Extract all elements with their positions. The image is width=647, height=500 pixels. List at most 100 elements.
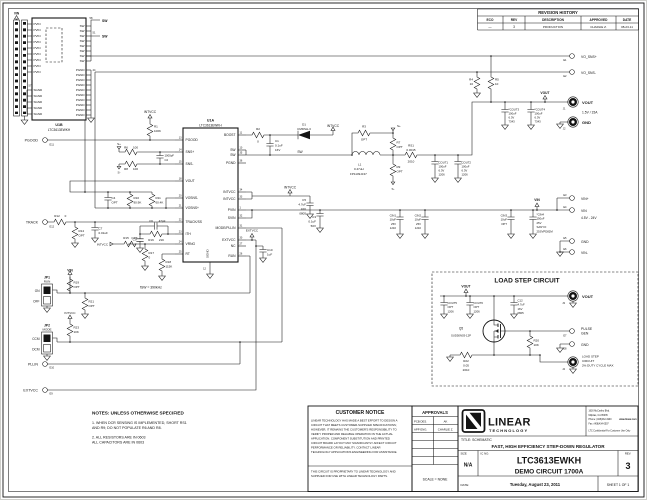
c2-val: 1000pF — [165, 153, 175, 157]
title-label: TITLE: SCHEMATIC — [461, 438, 492, 442]
u1a-pin-name: INTVCC — [223, 197, 236, 201]
u1a-pin-number: 14 — [179, 148, 182, 151]
l1-part: FP1109-R47 — [350, 172, 367, 176]
u1a-pin-number: 36 — [240, 159, 243, 162]
e8-label: GND — [581, 343, 589, 347]
intvcc-net-label: INTVCC — [64, 311, 76, 315]
rs1-val: 0.0015 — [406, 148, 416, 152]
revision-title: REVISION HISTORY — [538, 10, 578, 15]
u1a-pin-name: BOOST — [224, 133, 236, 137]
customer-notice-title: CUSTOMER NOTICE — [336, 410, 385, 416]
website: www.linear.com — [619, 419, 636, 421]
fsw-annotation: fSW = 390kHz — [140, 286, 162, 290]
intvcc-net-label: INTVCC — [144, 110, 157, 114]
cout4-pkg: 7343 — [535, 120, 542, 124]
u1b-pvin-pin: PVIN — [34, 28, 41, 32]
intvcc-net-label: INTVCC — [327, 124, 340, 128]
r9-val: OPT — [397, 170, 403, 174]
u1a-pin-name: VOSNS+ — [186, 206, 200, 210]
cout3-pkg: 7343 — [509, 120, 516, 124]
cin3-ref: CIN3 — [501, 214, 508, 218]
schematic-title: FAST, HIGH EFFICIENCY STEP-DOWN REGULATO… — [491, 444, 605, 449]
u1b-block: VIN SW SW 58 51 44 57 U1B LTC3613EWKH — [13, 12, 108, 132]
u1a-pin-name: ITH — [186, 232, 192, 236]
r17-val: 0 — [149, 255, 151, 259]
notes: NOTES: UNLESS OTHERWISE SPECIFIED 1. WHE… — [92, 411, 187, 445]
u1b-pgnd-pin: PGND — [76, 73, 86, 77]
u1b-pvin-pin: PVIN — [34, 22, 41, 26]
u1b-pgnd-pin: PGND — [76, 93, 86, 97]
c9-val: 270pF — [128, 242, 137, 246]
cout2-val: 100uF — [462, 165, 470, 169]
rev-label: REV. — [625, 452, 631, 456]
revision-val-date: 08-23-11 — [621, 25, 633, 29]
r17-ref: R17 — [149, 251, 155, 255]
c7-val: 0.01uF — [99, 231, 109, 235]
u1b-pvin-pin: PVIN — [34, 34, 41, 38]
c6-val: 47pF — [159, 219, 166, 223]
cin4-part: 25SVPD82M — [537, 229, 554, 233]
vin-net-label: VIN — [67, 269, 73, 273]
c12-pkg: 0805 — [518, 311, 525, 315]
u1a-pin-name: RUN — [228, 254, 236, 258]
part-number: LTC3613EWKH — [517, 456, 581, 466]
revision-history-table: REVISION HISTORY ECO REV DESCRIPTION APP… — [477, 8, 639, 31]
cout6-val: OPT — [474, 305, 480, 309]
revision-val-eco: — — [488, 25, 492, 29]
confidential-note: LTC Confidential-For Customer Use Only — [589, 430, 632, 433]
u1a-pin-name: PVIN — [228, 208, 236, 212]
u1a-pin-number: 24 — [179, 240, 182, 243]
e7-label-2: GEN — [581, 332, 589, 336]
r15-val: OPT — [131, 236, 137, 240]
r10-ref: R10 — [134, 196, 140, 200]
c10-val: 1uF — [267, 253, 272, 257]
c2-ref: C2 — [165, 158, 169, 162]
title-block: LINEAR TECHNOLOGY 1630 McCarthy Blvd. Mi… — [457, 405, 639, 492]
c4-val: OPT — [112, 200, 118, 204]
approvals-block: APPROVALS PCB DES. AK APP ENG. CHARLIE Z… — [411, 405, 459, 492]
wires-loadstep — [440, 292, 574, 369]
u1b-pvin-pin: PVIN — [34, 70, 41, 74]
size-value: N/A — [464, 463, 473, 469]
r4-val: 10 — [470, 82, 474, 86]
demo-circuit: DEMO CIRCUIT 1700A — [515, 469, 584, 476]
rs1-ref: RS1 — [408, 144, 414, 148]
cout5-ref: COUT5 — [448, 301, 458, 305]
e9-ref: E9 — [50, 392, 54, 396]
u1b-stray-pin-number: 58 — [90, 16, 93, 20]
u1a-pin-name: TRACK/SS — [186, 220, 203, 224]
notice-body-line: APPLICATION. COMPONENT SUBSTITUTION AND … — [311, 437, 390, 441]
u1b-sgnd-pin: SGND — [34, 94, 44, 98]
jumper-jp1 — [41, 283, 53, 313]
c4-ref: C4 — [112, 196, 116, 200]
u1a-part: LTC3613EWKH — [199, 123, 222, 127]
r19-val: OPT — [74, 285, 80, 289]
u1a-pin-number: 35 — [240, 151, 243, 154]
intvcc-net-label: INTVCC — [284, 186, 297, 190]
date-label: DATE: — [461, 483, 470, 487]
u1a-pin-name: SNS+ — [186, 150, 195, 154]
r3-ref: R3 — [362, 125, 366, 129]
cin1-pkg: 1210 — [390, 226, 397, 230]
cout6-ref: COUT6 — [474, 301, 484, 305]
c6-ref: C6 — [149, 219, 153, 223]
e10-ref: E10 — [50, 366, 55, 370]
u1b-sw-pin: SW — [80, 49, 85, 53]
cin4-volt: 25V — [537, 221, 542, 225]
track-terminal-label: TRACK — [26, 220, 39, 224]
r18-ref: R18 — [166, 260, 172, 264]
size-label: SIZE — [461, 452, 467, 456]
c3-val: 0.1uF — [308, 220, 316, 224]
c1-val: 0.1uF — [275, 144, 283, 148]
junction-dots — [69, 55, 561, 356]
u1a-pin-number: 32 — [240, 214, 243, 217]
cin4-mfr: SANYO — [537, 225, 548, 229]
approvals-row-label: APP ENG. — [414, 428, 427, 432]
revision-col-date: DATE — [623, 18, 631, 22]
e5-ref: E5 — [563, 236, 567, 240]
u1a-pin-name: SNS- — [186, 162, 194, 166]
c5-volt: 16V — [301, 207, 306, 211]
u1a-pin-name: EXTVCC — [222, 238, 236, 242]
